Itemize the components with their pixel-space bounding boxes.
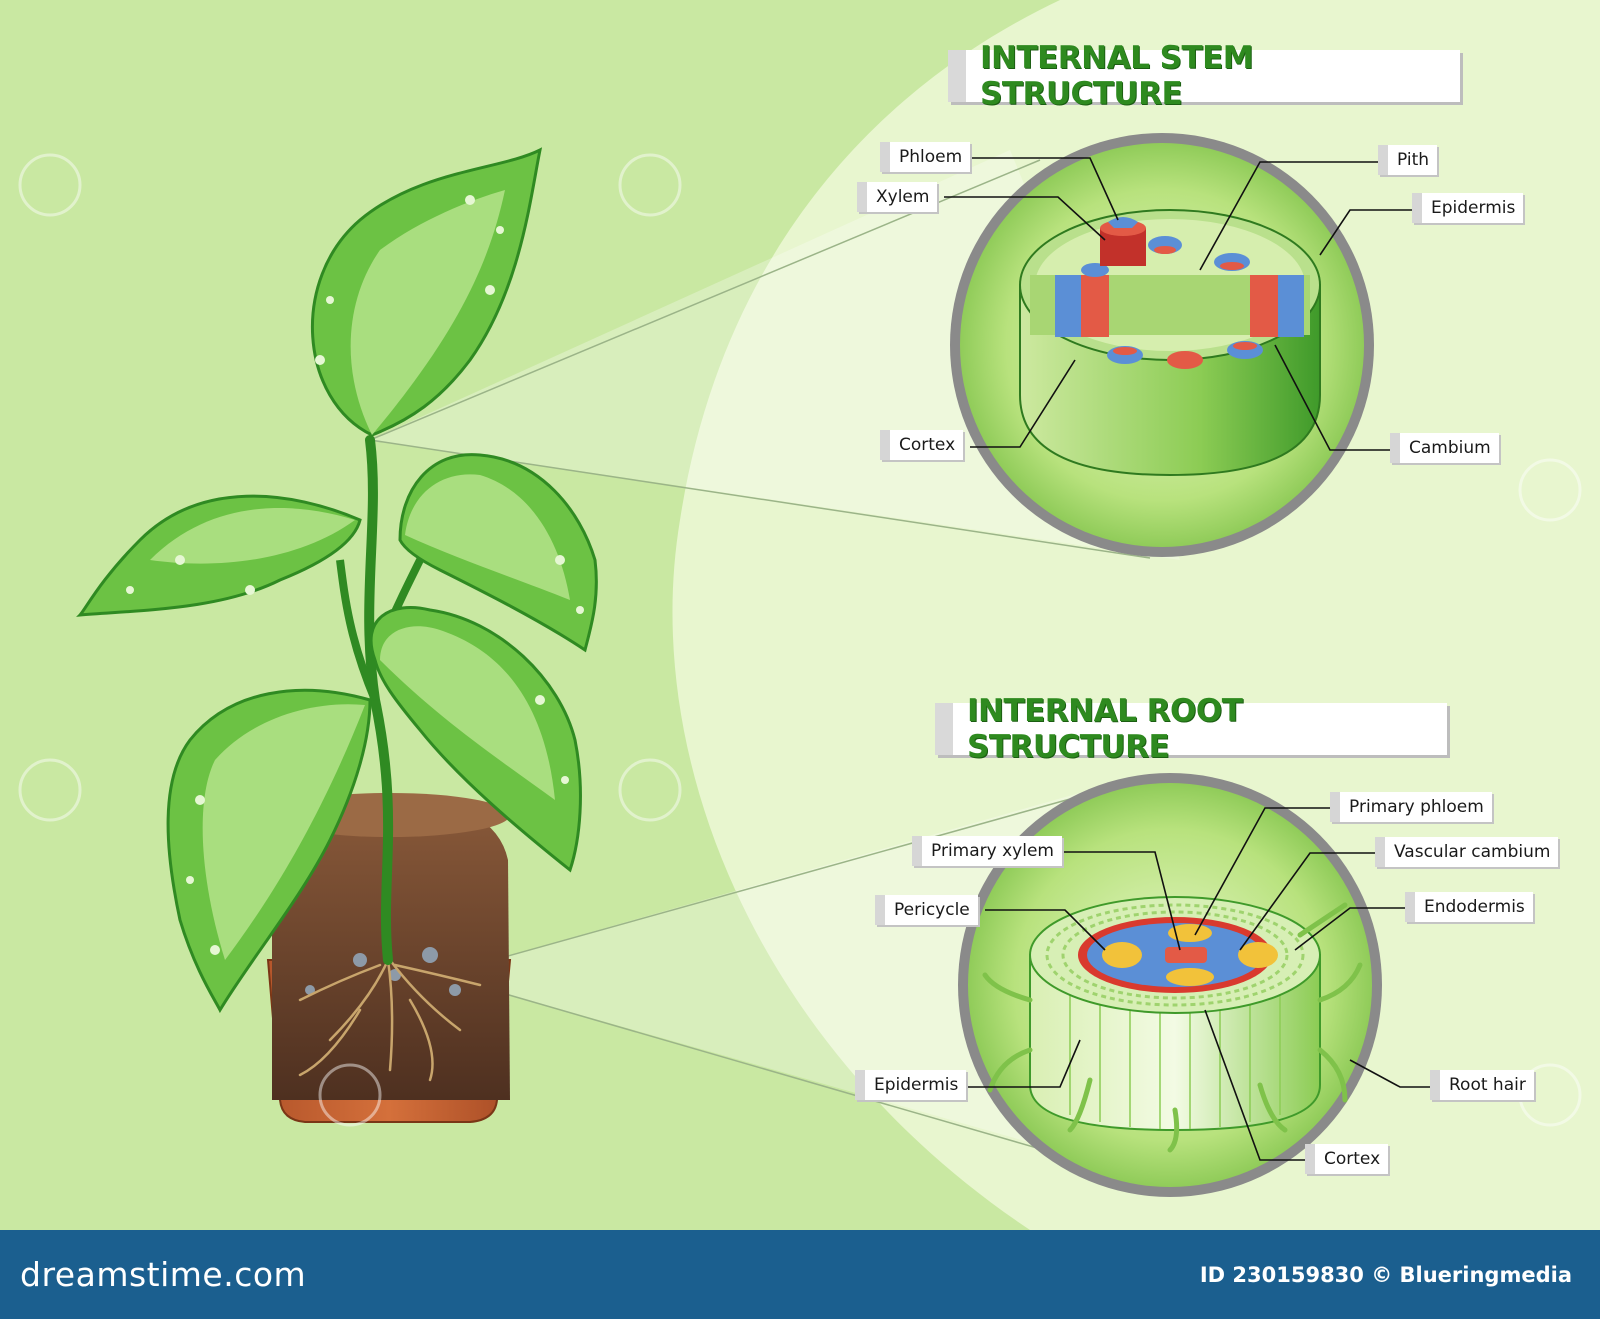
root-hairs	[982, 902, 1363, 1153]
label-root-primary-xylem: Primary xylem	[912, 836, 1062, 866]
label-stem-cortex: Cortex	[880, 430, 964, 460]
leader-primary-phloem	[1194, 807, 1330, 936]
footer-credit-text: ID 230159830 © Blueringmedia	[1199, 1262, 1572, 1287]
leader-phloem	[968, 157, 1119, 221]
footer-logo-text: dreamstime.com	[20, 1255, 307, 1294]
label-root-hair: Root hair	[1430, 1070, 1534, 1100]
root-leader-lines	[965, 807, 1430, 1161]
stem-cross-section-lens	[950, 133, 1374, 557]
leader-root-hair	[1349, 1059, 1430, 1088]
stem-cylinder	[1019, 209, 1321, 477]
leader-pith	[1199, 161, 1378, 271]
watermark-footer-bar: dreamstime.com ID 230159830 © Blueringme…	[0, 1230, 1600, 1319]
stem-leader-lines	[944, 157, 1412, 451]
leaf-speckles	[126, 195, 584, 955]
root-xylem-patch-top	[1168, 924, 1212, 942]
watermark-swirl-1	[18, 153, 82, 217]
label-stem-cambium: Cambium	[1390, 433, 1499, 463]
root-xylem-patch-right	[1238, 942, 1278, 968]
watermark-swirl-2	[618, 153, 682, 217]
label-stem-epidermis: Epidermis	[1412, 193, 1524, 223]
potted-plant-illustration	[76, 147, 598, 1123]
leader-xylem	[944, 196, 1106, 241]
root-xylem-patch-left	[1102, 942, 1142, 968]
label-root-epidermis: Epidermis	[855, 1070, 967, 1100]
label-root-endodermis: Endodermis	[1405, 892, 1533, 922]
stem-section-title: INTERNAL STEM STRUCTURE	[948, 40, 1460, 112]
stem-vascular-bundles	[1055, 236, 1304, 369]
label-stem-phloem: Phloem	[880, 142, 971, 172]
label-stem-pith: Pith	[1378, 145, 1438, 175]
leader-root-epidermis	[965, 1039, 1081, 1088]
leader-vascular-cambium	[1239, 852, 1375, 951]
leader-root-cortex	[1204, 1009, 1305, 1161]
root-center-xylem	[1165, 947, 1207, 963]
leader-endodermis	[1294, 907, 1405, 951]
watermark-swirl-6	[1518, 458, 1582, 522]
label-root-cortex: Cortex	[1305, 1144, 1389, 1174]
watermark-swirl-3	[18, 758, 82, 822]
leader-primary-xylem	[1058, 851, 1181, 951]
plant-leaves	[76, 147, 598, 1014]
stem-highlighted-bundle	[1100, 217, 1146, 266]
watermark-swirl-5	[318, 1063, 382, 1127]
vascular-bundle-right	[1250, 275, 1304, 337]
plant-roots	[298, 958, 482, 1082]
leader-stem-cortex	[970, 359, 1076, 448]
label-root-pericycle: Pericycle	[875, 895, 978, 925]
diagram-artwork	[18, 0, 1600, 1230]
label-stem-xylem: Xylem	[857, 182, 938, 212]
vascular-bundle-left	[1055, 275, 1109, 337]
leader-pericycle	[985, 909, 1106, 951]
leader-cambium	[1274, 344, 1390, 451]
root-xylem-patch-bottom	[1166, 968, 1214, 986]
label-root-primary-phloem: Primary phloem	[1330, 792, 1492, 822]
root-beam-edge-top	[439, 791, 1096, 976]
leader-epidermis	[1319, 209, 1412, 256]
label-root-vascular-cambium: Vascular cambium	[1375, 837, 1559, 867]
root-cross-section-lens	[958, 773, 1382, 1197]
root-section-title: INTERNAL ROOT STRUCTURE	[935, 693, 1447, 765]
root-cylinder	[1029, 896, 1321, 1132]
watermark-logos	[18, 153, 1582, 1127]
plant-side-stem	[336, 559, 379, 702]
watermark-swirl-4	[618, 758, 682, 822]
